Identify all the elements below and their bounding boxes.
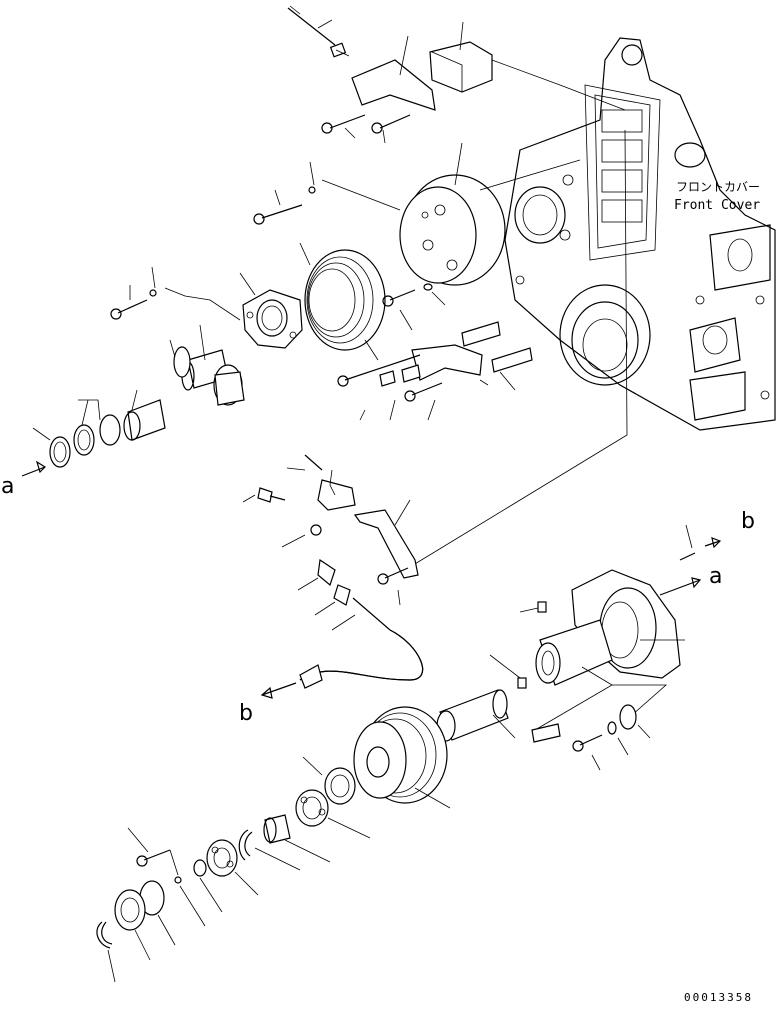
front-cover-housing bbox=[504, 37, 776, 431]
pulley-bearing-2 bbox=[295, 789, 329, 827]
marker-b-right: b bbox=[741, 509, 755, 534]
snap-ring-2 bbox=[96, 921, 111, 949]
marker-b-left: b bbox=[239, 701, 253, 726]
front-cover-label-jp: フロントカバー bbox=[676, 180, 760, 194]
snap-ring-1 bbox=[238, 829, 249, 861]
idler-pulley bbox=[353, 706, 451, 809]
drawing-number: 00013358 bbox=[684, 991, 753, 1004]
top-bracket-assembly bbox=[287, 5, 626, 144]
pins-and-brackets bbox=[337, 321, 533, 421]
front-cover-label-en: Front Cover bbox=[674, 198, 760, 213]
hub-washer bbox=[308, 186, 316, 194]
hub-bolt bbox=[261, 204, 303, 219]
idler-bracket bbox=[519, 524, 722, 731]
crank-hub bbox=[399, 142, 581, 286]
end-cap bbox=[114, 889, 146, 931]
pulley-bearing-1 bbox=[324, 767, 356, 805]
marker-a-right: a bbox=[709, 564, 722, 589]
idler-shaft-parts bbox=[21, 324, 245, 477]
cover-bolt bbox=[143, 849, 171, 861]
hub-bolt-head bbox=[253, 213, 265, 225]
flange-bracket bbox=[239, 272, 303, 349]
marker-a-left: a bbox=[1, 474, 14, 499]
crank-pulley bbox=[299, 242, 386, 361]
oil-line-fittings bbox=[242, 454, 423, 699]
pulley-bearing-3 bbox=[206, 839, 238, 877]
spacer bbox=[264, 814, 291, 844]
